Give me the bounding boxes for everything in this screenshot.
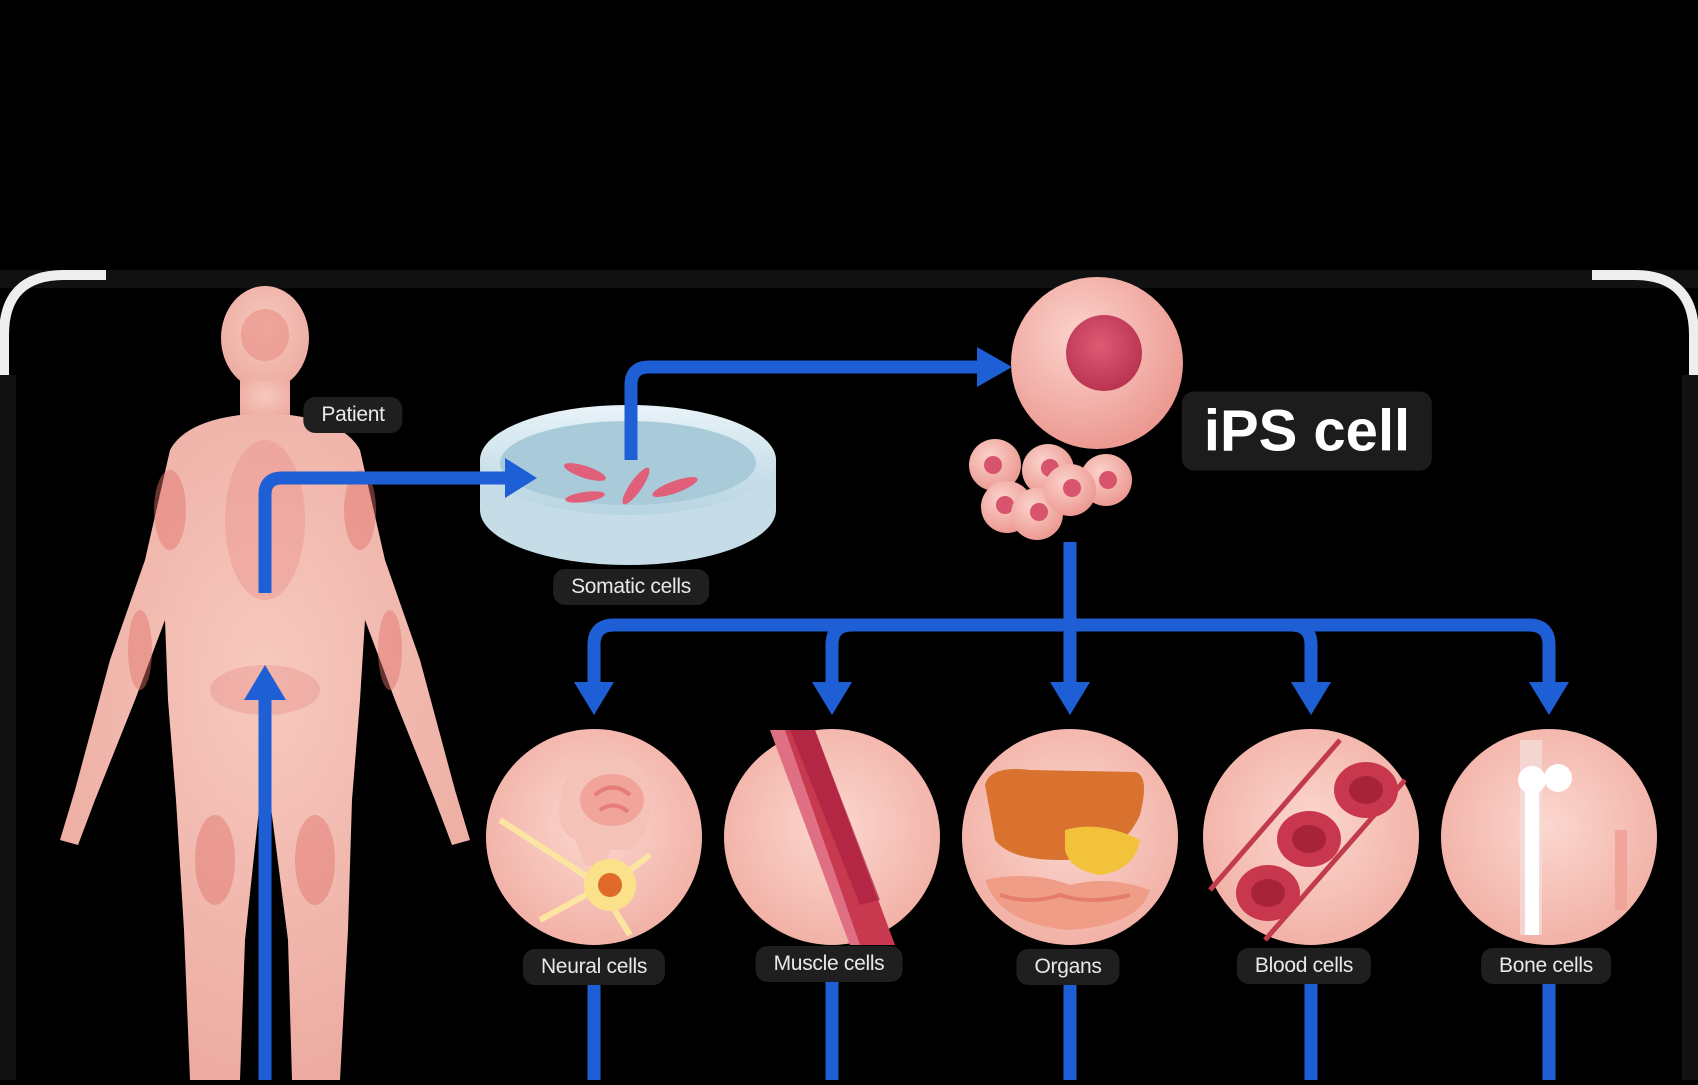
- ips-cell-icon: [1011, 277, 1183, 449]
- somatic-cells-label: Somatic cells: [553, 569, 709, 605]
- petri-dish-icon: [480, 405, 776, 565]
- frame-corner-top-left: [0, 270, 106, 375]
- arrowhead-up: [244, 665, 286, 700]
- arrowhead-neural: [574, 682, 614, 715]
- frame-right-edge: [1682, 375, 1698, 1080]
- ips-cell-colony-icon: [969, 439, 1132, 540]
- patient-label: Patient: [303, 397, 403, 433]
- top-bar: [0, 270, 1698, 288]
- neural-cell-icon: [486, 729, 702, 945]
- blood-cells-icon: [1203, 729, 1419, 945]
- arrow-dish-to-ips: [624, 360, 983, 460]
- arrowhead-blood: [1291, 682, 1331, 715]
- flow-arrows: [258, 360, 1556, 1080]
- muscle-cells-label: Muscle cells: [755, 946, 903, 982]
- organs-label: Organs: [1016, 949, 1120, 985]
- arrow-patient-to-dish: [258, 471, 512, 593]
- neural-cells-label: Neural cells: [522, 949, 666, 985]
- muscle-tissue-icon: [724, 729, 940, 945]
- arrowhead-bone: [1529, 682, 1569, 715]
- bone-icon: [1441, 729, 1657, 945]
- frame-corner-top-right: [1592, 270, 1698, 375]
- arrowhead-organs: [1050, 682, 1090, 715]
- organs-icon: [962, 729, 1178, 945]
- ips-cell-label: iPS cell: [1181, 391, 1433, 471]
- blood-cells-label: Blood cells: [1236, 948, 1372, 984]
- bone-cells-label: Bone cells: [1481, 948, 1611, 984]
- frame-left-edge: [0, 375, 16, 1080]
- arrowhead-muscle: [812, 682, 852, 715]
- arrowhead-dish: [505, 458, 537, 498]
- arrow-heads: [244, 347, 1569, 715]
- arrowhead-ips: [977, 347, 1012, 387]
